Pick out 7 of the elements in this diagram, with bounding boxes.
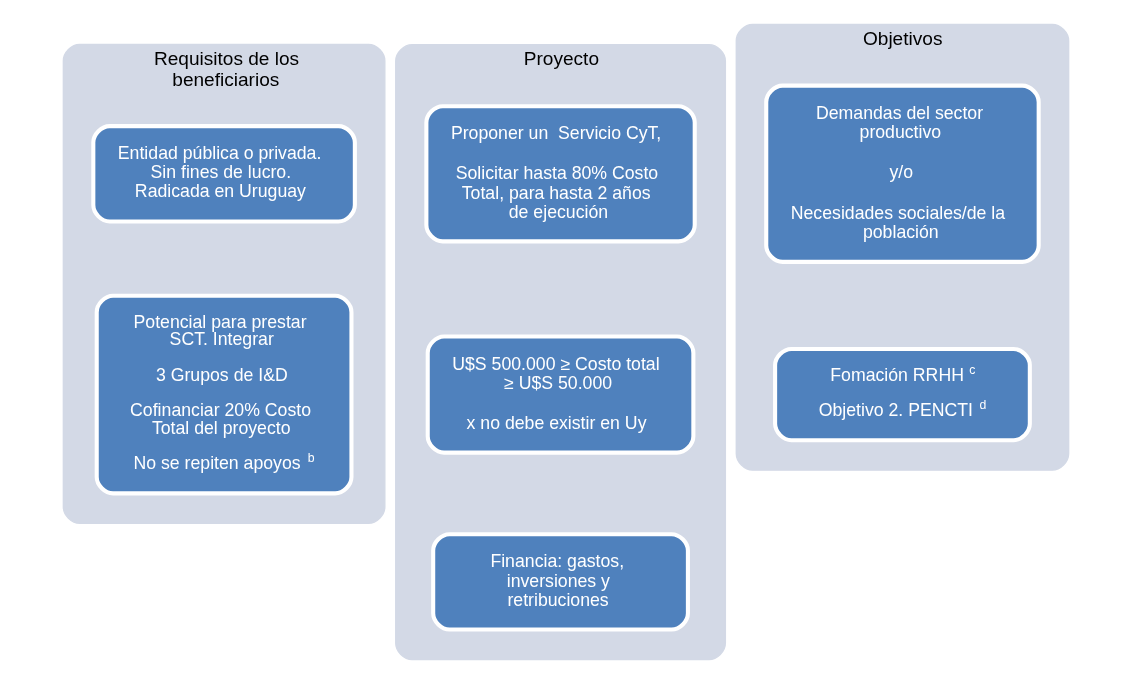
node-box: Demandas del sector productivo y/o Necesidades sociales/de la población (764, 83, 1041, 264)
node-box: U$S 500.000 ≥ Costo total ≥ U$S 50.000 x no debe existir en Uy (425, 334, 696, 455)
node-box: Financia: gastos, inversiones y retribuciones (431, 532, 690, 632)
node-box: Proponer un Servicio CyT, Solicitar hasta 80% Costo Total, para hasta 2 años de ejecución (424, 104, 697, 244)
node-box: Fomación RRHH$^{c}$ Objetivo 2. PENCTI$^{d}$ (773, 346, 1032, 443)
node-box: Potencial para prestar SCT. Integrar 3 Grupos de I&D Cofinanciar 20% Costo Total del proyecto No se repiten apoyos$^{b}$ (94, 293, 354, 496)
node-box: Entidad pública o privada. Sin fines de lucro. Radicada en Uruguay (91, 124, 357, 224)
